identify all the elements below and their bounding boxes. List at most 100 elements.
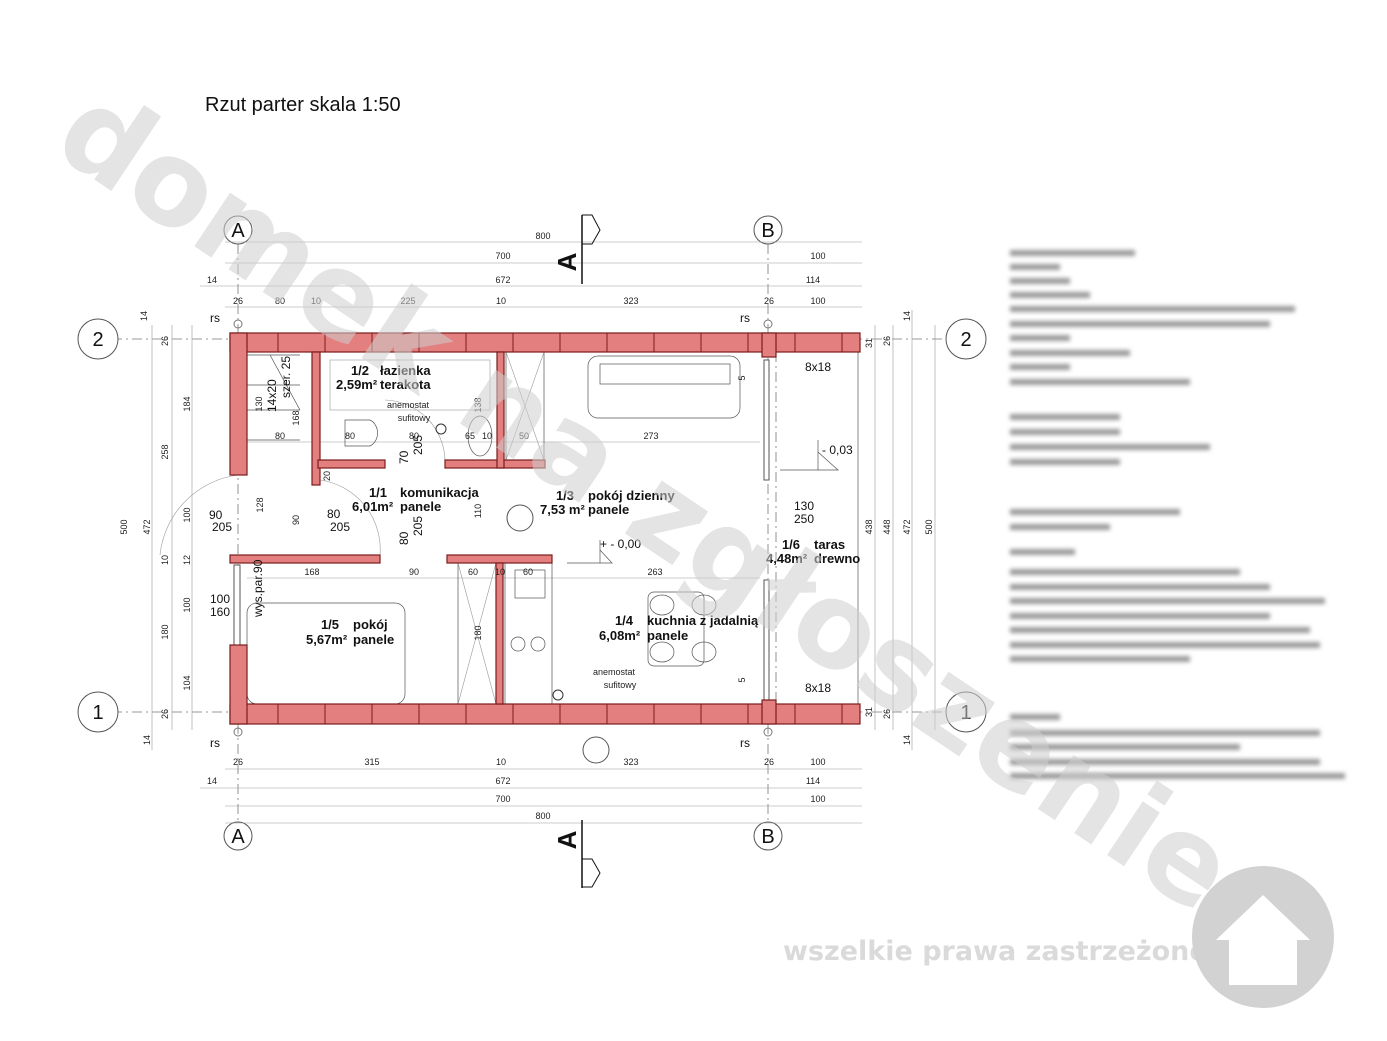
dimension-label: 14: [142, 735, 152, 745]
blurred-note-line: [1010, 613, 1270, 619]
room-number: 1/4: [615, 613, 634, 628]
dimension-label: 130: [794, 499, 814, 513]
blurred-note-line: [1010, 335, 1070, 341]
dimension-label: 14: [902, 311, 912, 321]
house-logo-icon: [1192, 866, 1334, 1008]
room-number: 1/2: [351, 363, 369, 378]
level-label: + - 0,00: [600, 537, 641, 551]
anemostat-icon: [552, 689, 564, 701]
room-number: 1/3: [556, 488, 574, 503]
blurred-note-line: [1010, 250, 1135, 256]
level-mark: [780, 440, 839, 471]
dimension-label: 100: [182, 507, 192, 522]
wall-middle-left: [229, 554, 381, 564]
anemostat-label: anemostat: [387, 400, 430, 410]
dimension-label: 114: [806, 776, 820, 786]
room-number: 1/5: [321, 617, 339, 632]
dimension-label: 205: [212, 520, 232, 534]
dimension-label: 138: [473, 397, 483, 412]
dimension-label: 10: [496, 757, 506, 767]
window: [233, 564, 241, 646]
room-number: 1/1: [369, 485, 387, 500]
blurred-note-line: [1010, 292, 1090, 298]
room-name: pokój dzienny: [588, 488, 675, 503]
room-name: taras: [814, 537, 845, 552]
dimension-label: 323: [623, 757, 638, 767]
anemostat-label: sufitowy: [398, 413, 431, 423]
dimension-label: 26: [764, 296, 774, 306]
wall-bath-bottom: [317, 459, 386, 469]
level-label: - 0,03: [822, 443, 853, 457]
wall-left-lower: [229, 644, 248, 725]
blurred-note-line: [1010, 730, 1320, 736]
dimension-label: 8x18: [805, 681, 831, 695]
dimension-label: 14: [902, 735, 912, 745]
dimension-label: 250: [794, 512, 814, 526]
level-mark: [567, 540, 613, 564]
dimension-label: 60: [523, 567, 533, 577]
wall-bath-right: [496, 351, 505, 469]
dimension-label: 8x18: [805, 360, 831, 374]
blurred-note-line: [1010, 773, 1345, 779]
dimension-label: 90: [291, 515, 301, 525]
blurred-note-line: [1010, 350, 1130, 356]
blurred-note-line: [1010, 278, 1070, 284]
dimension-label: 10: [482, 431, 492, 441]
axis-1-left: 1: [77, 691, 119, 733]
dimension-label: 448: [882, 519, 892, 534]
blurred-note-line: [1010, 306, 1295, 312]
dimension-label: 160: [210, 605, 230, 619]
dimension-label: 180: [473, 625, 483, 640]
door-swing: [319, 479, 381, 556]
dining-table: [647, 591, 705, 667]
axis-2-left: 2: [77, 318, 119, 360]
section-mark-bottom: A: [552, 820, 601, 888]
room-name: kuchnia z jadalnią: [647, 613, 759, 628]
svg-text:A: A: [552, 252, 582, 271]
dimension-label: 26: [160, 709, 170, 719]
dimension-label: 65: [465, 431, 475, 441]
post-top: [761, 332, 777, 358]
dimension-label: 10: [496, 296, 506, 306]
dimension-label: 80: [275, 296, 285, 306]
axis-2-right: 2: [945, 318, 987, 360]
blurred-note-line: [1010, 379, 1190, 385]
dimension-label: 472: [902, 519, 912, 534]
dimension-label: 100: [210, 592, 230, 606]
svg-text:1: 1: [960, 702, 971, 724]
dimension-label: 10: [495, 567, 505, 577]
axis-b-top: B: [753, 215, 783, 245]
dimension-lines: [151, 241, 936, 824]
terrace-window: [763, 359, 770, 481]
dimension-label: 50: [519, 431, 529, 441]
dimension-label: 110: [473, 504, 483, 518]
dimension-label: 104: [182, 675, 192, 690]
room-area: 5,67m²: [306, 632, 348, 647]
stove-burner: [530, 636, 546, 652]
dimension-label: 800: [535, 231, 550, 241]
blurred-note-line: [1010, 264, 1060, 270]
dimension-label: 90: [409, 567, 419, 577]
dimension-label: 438: [864, 519, 874, 534]
stove-burner: [510, 636, 526, 652]
blurred-note-line: [1010, 364, 1070, 370]
dimension-label: szer. 25: [279, 356, 293, 398]
svg-text:A: A: [231, 220, 245, 242]
dimension-label: 80: [275, 431, 285, 441]
markers: [233, 319, 839, 764]
blurred-note-line: [1010, 642, 1320, 648]
dimension-label: 80: [397, 531, 411, 545]
dimension-label: 114: [806, 275, 820, 285]
dimension-label: 5: [737, 375, 747, 380]
dimension-label: 315: [364, 757, 379, 767]
room-name: łazienka: [380, 363, 431, 378]
blurred-note-line: [1010, 429, 1120, 435]
grid-axes: A B A B 2 1 2 1: [77, 215, 987, 851]
rs-label: rs: [740, 736, 750, 750]
dimension-label: 14: [207, 275, 217, 285]
blurred-note-line: [1010, 627, 1310, 633]
sd-marker: [506, 504, 534, 532]
sofa: [587, 355, 741, 419]
blurred-note-line: [1010, 584, 1270, 590]
